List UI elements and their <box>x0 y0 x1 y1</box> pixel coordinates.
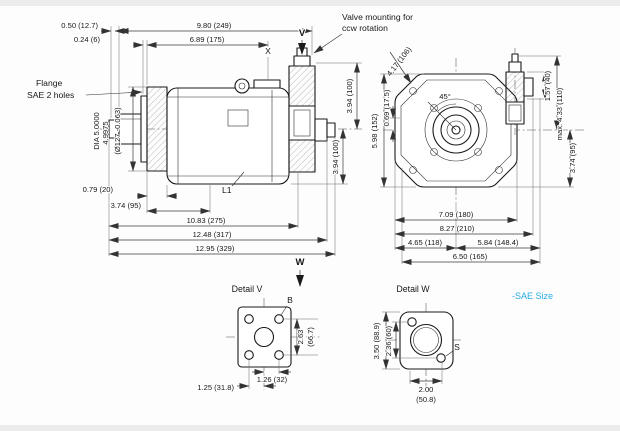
dim-width-180: 7.09 (180) <box>439 210 474 219</box>
rear-stub <box>326 122 336 138</box>
control-valve <box>288 47 316 173</box>
port-x-boss <box>253 79 281 89</box>
side-view-dimensions: 0.50 (12.7) 9.80 (249) 0.24 (6) 6.89 (17… <box>60 20 362 257</box>
dim-height-max-110: max. 4.33 (110) <box>555 87 564 140</box>
dim-width-118: 4.65 (118) <box>408 238 443 247</box>
dim-detail-w-width-metric: (50.8) <box>416 395 436 404</box>
port-l1-label: L1 <box>222 185 232 195</box>
dim-shaft-dia-metric: (Ø127 -0.063) <box>113 107 122 155</box>
dim-offset-17-5: 0.69 (17.5) <box>382 89 391 126</box>
detail-v-title: Detail V <box>232 284 263 294</box>
detail-v-center-bore <box>253 326 275 348</box>
detail-w-center-bore <box>409 323 443 357</box>
rear-port <box>314 118 328 142</box>
bottom-border-strip <box>0 425 620 431</box>
dim-step: 0.24 (6) <box>74 35 101 44</box>
dim-angle-45: 45° <box>439 92 450 101</box>
sae-size-note: -SAE Size <box>512 291 553 301</box>
flange-label-line2: SAE 2 holes <box>27 90 74 100</box>
dim-span-175: 6.89 (175) <box>190 35 225 44</box>
dim-detail-v-height-metric: (66.7) <box>306 327 315 347</box>
dim-detail-w-height1: 3.50 (88.9) <box>372 322 381 359</box>
top-border-strip <box>0 0 620 6</box>
dim-height-100-lower: 3.94 (100) <box>331 139 340 174</box>
dim-shaft-dia-upper: DIA 5.0000 <box>92 112 101 150</box>
dim-pilot-length: 3.74 (95) <box>111 201 142 210</box>
front-view-pump <box>383 48 584 202</box>
detail-v: Detail V B 2.63 (66.7) 1.26 (32) 1.25 (3… <box>196 283 322 393</box>
side-view-annotations: Flange SAE 2 holes Valve mounting for cc… <box>26 11 414 287</box>
hole-s-label: S <box>454 342 460 352</box>
flange-label-line1: Flange <box>36 78 62 88</box>
flange-pilot <box>140 95 148 163</box>
dim-shaft-tip-length: 0.50 (12.7) <box>61 21 98 30</box>
hole-b-label: B <box>287 295 293 305</box>
dim-height-95: 3.74 (95) <box>568 142 577 173</box>
dim-height-152: 5.98 (152) <box>370 113 379 148</box>
pump-housing <box>166 87 290 185</box>
housing-outline <box>394 73 518 188</box>
dim-detail-v-height: 2.63 <box>296 330 305 345</box>
dim-shaft-dia-lower: 4.9975 <box>101 121 110 144</box>
dim-span-249: 9.80 (249) <box>197 21 232 30</box>
dim-length-317: 12.48 (317) <box>193 230 232 239</box>
dim-detail-w-width: 2.00 <box>419 385 434 394</box>
valve-mounting-label-line2: ccw rotation <box>342 23 388 33</box>
dim-detail-w-height2: 2.36 (60) <box>384 325 393 356</box>
top-port-boss <box>234 78 250 94</box>
dim-width-148: 5.84 (148.4) <box>478 238 519 247</box>
view-w-label: W <box>296 257 305 268</box>
detail-w-title: Detail W <box>396 284 430 294</box>
dim-overall-length: 12.95 (329) <box>196 244 235 253</box>
dim-height-100-upper: 3.94 (100) <box>345 78 354 113</box>
dim-flange-thickness: 0.79 (20) <box>83 185 114 194</box>
front-control-valve <box>505 48 534 135</box>
dim-detail-v-width-right: 1.26 (32) <box>257 375 288 384</box>
valve-mounting-label-line1: Valve mounting for <box>342 12 413 22</box>
dim-height-40: 1.57 (40) <box>543 70 552 101</box>
side-view-pump <box>98 47 362 185</box>
front-view-dimensions: 4.17 (106) 45° 5.98 (152) 0.69 (17.5) 1.… <box>369 44 578 265</box>
port-x-label: X <box>265 46 271 56</box>
mounting-flange <box>146 86 168 172</box>
dim-diagonal: 4.17 (106) <box>385 45 414 78</box>
view-v-label: V <box>299 28 306 39</box>
detail-w: Detail W S 3.50 (88.9) 2.36 (60) 2.00 (5… <box>371 283 462 405</box>
shaft-hub <box>424 98 488 162</box>
dim-detail-v-width-left: 1.25 (31.8) <box>197 383 234 392</box>
nameplate <box>227 109 249 127</box>
shaft <box>118 113 142 145</box>
dim-width-210: 8.27 (210) <box>440 224 475 233</box>
dim-width-165: 6.50 (165) <box>453 252 488 261</box>
dim-length-275: 10.83 (275) <box>187 216 226 225</box>
